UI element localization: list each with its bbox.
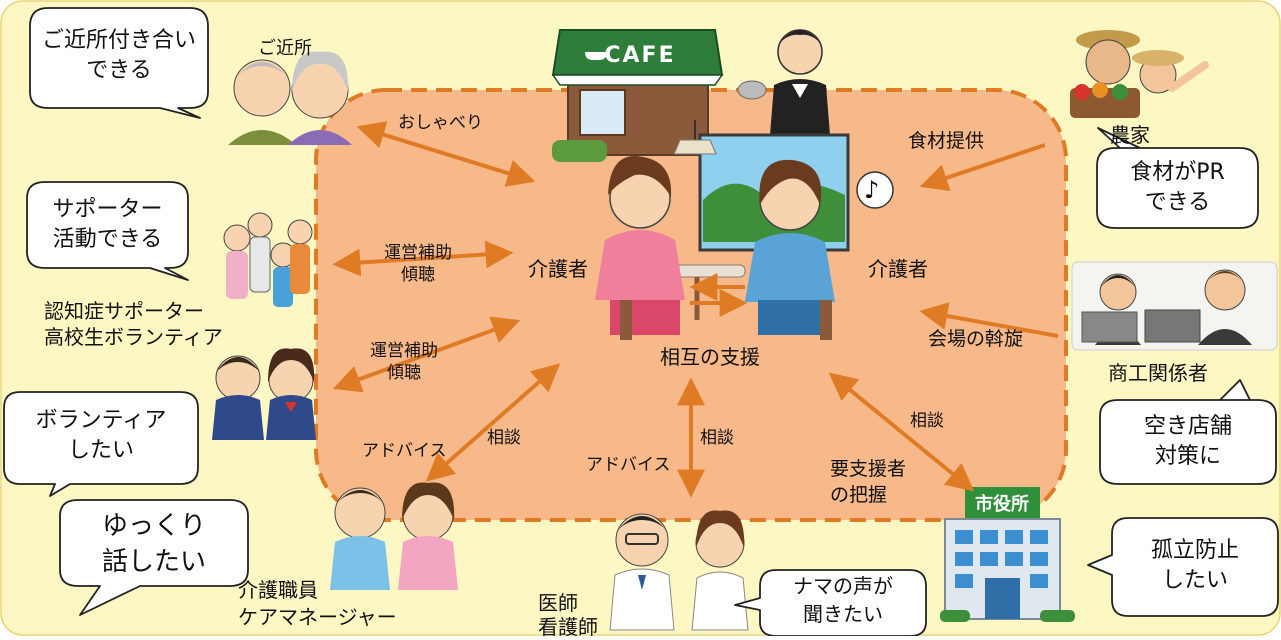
supporters-group-icon	[223, 212, 313, 307]
bubble-staff-line2: 話したい	[101, 547, 206, 577]
label-nurse: 看護師	[538, 615, 598, 639]
label-caregiver-left: 介護者	[528, 257, 588, 281]
arrow-farmer-cafe	[919, 143, 1046, 192]
bubble-doctor-text: ナマの声が 聞きたい	[760, 572, 926, 628]
edge-advice-staff: アドバイス	[362, 441, 447, 461]
city-hall-sign-text: 市役所	[975, 493, 1029, 515]
cafe-sign-text: CAFE	[604, 43, 675, 68]
edge-advice-doctor: アドバイス	[586, 455, 671, 475]
bubble-neighbors-text: ご近所付き合い できる	[30, 26, 208, 86]
edge-support-listen-2: 運営補助 傾聴	[354, 340, 454, 384]
edge-consult-city: 相談	[910, 411, 944, 431]
bubble-volunteer	[3, 391, 199, 497]
arrow-supporters-cafe	[332, 240, 514, 277]
bubble-volunteer-line2: したい	[67, 438, 134, 463]
bubble-city-text: 孤立防止 したい	[1112, 536, 1278, 596]
bubble-merchant	[1099, 379, 1277, 485]
bubble-neighbors	[29, 7, 209, 119]
edge-food-supply: 食材提供	[908, 130, 985, 152]
bubble-merchant-line2: 対策に	[1154, 444, 1221, 469]
label-dementia-supporter: 認知症サポーター	[44, 299, 204, 323]
merchants-icon	[1071, 261, 1278, 351]
bubble-supporter-text: サポーター 活動できる	[27, 195, 188, 255]
arrow-students-cafe	[332, 316, 521, 393]
doctor-nurse-icon	[609, 510, 749, 631]
edge-needs-b: の把握	[830, 484, 888, 506]
edge-chat: おしゃべり	[398, 113, 483, 133]
bubble-staff-text: ゆっくり 話したい	[60, 508, 248, 580]
city-hall-building-icon: 市役所	[940, 487, 1075, 622]
label-caregiver-right: 介護者	[868, 257, 928, 281]
edge-support-listen-1a: 運営補助	[384, 243, 452, 263]
bubble-supporter-line2: 活動できる	[52, 227, 163, 252]
label-care-staff: 介護職員	[238, 578, 318, 602]
label-mutual-support: 相互の支援	[660, 345, 760, 369]
music-note-bubble	[856, 171, 894, 209]
relationship-arrows	[332, 121, 1059, 498]
edge-venue: 会場の斡旋	[928, 328, 1024, 350]
bubble-volunteer-line1: ボランティア	[35, 408, 167, 433]
waiter-icon	[737, 29, 830, 135]
edge-support-listen-1: 運営補助 傾聴	[368, 242, 468, 286]
edge-support-listen-2a: 運営補助	[370, 341, 438, 361]
bubble-city-line1: 孤立防止	[1150, 538, 1239, 563]
bubble-city	[1087, 517, 1279, 617]
edge-needs-a: 要支援者	[830, 458, 907, 480]
music-note-icon: ♪	[864, 176, 880, 204]
bubble-farmer-text: 食材がPR できる	[1097, 158, 1258, 218]
bubble-merchant-text: 空き店舗 対策に	[1100, 412, 1276, 472]
label-neighbors: ご近所	[258, 38, 312, 59]
label-farmer: 農家	[1110, 123, 1150, 147]
bubble-doctor-line1: ナマの声が	[793, 574, 893, 598]
caregivers-at-table-icon	[595, 156, 835, 340]
arrow-city-cafe	[828, 372, 975, 492]
neighbors-icon	[228, 51, 352, 145]
lamp-icon	[673, 120, 717, 155]
arrow-neighbors-cafe	[356, 121, 536, 187]
bubble-merchant-line1: 空き店舗	[1143, 414, 1232, 439]
label-doctor: 医師	[538, 591, 578, 615]
label-hs-volunteer: 高校生ボランティア	[44, 325, 223, 349]
bubble-supporter-line1: サポーター	[52, 197, 163, 222]
speech-bubbles	[3, 7, 1279, 636]
bubble-farmer	[1096, 127, 1259, 229]
arrow-staff-cafe	[425, 363, 561, 482]
bubble-farmer-line2: できる	[1144, 190, 1211, 215]
bubble-neighbors-line2: できる	[86, 58, 152, 83]
bubble-staff-line1: ゆっくり	[101, 511, 206, 541]
bubble-supporter	[26, 181, 189, 281]
bubble-farmer-line1: 食材がPR	[1130, 160, 1225, 185]
arrow-merchants-cafe	[919, 302, 1059, 338]
farmers-icon	[1070, 30, 1209, 118]
label-care-manager: ケアマネージャー	[238, 605, 397, 629]
edge-consult-doctor: 相談	[700, 428, 734, 448]
bubble-doctor-line2: 聞きたい	[803, 602, 883, 626]
label-merchants: 商工関係者	[1108, 361, 1208, 385]
bubble-staff	[59, 499, 249, 616]
bubble-city-line2: したい	[1161, 568, 1228, 593]
edge-consult-staff: 相談	[487, 428, 521, 448]
bubble-neighbors-line1: ご近所付き合い	[41, 28, 196, 53]
edge-support-listen-1b: 傾聴	[401, 265, 435, 285]
students-icon	[212, 348, 316, 440]
edge-support-listen-2b: 傾聴	[387, 363, 421, 383]
care-staff-icon	[330, 482, 458, 590]
bubble-volunteer-text: ボランティア したい	[4, 406, 198, 466]
